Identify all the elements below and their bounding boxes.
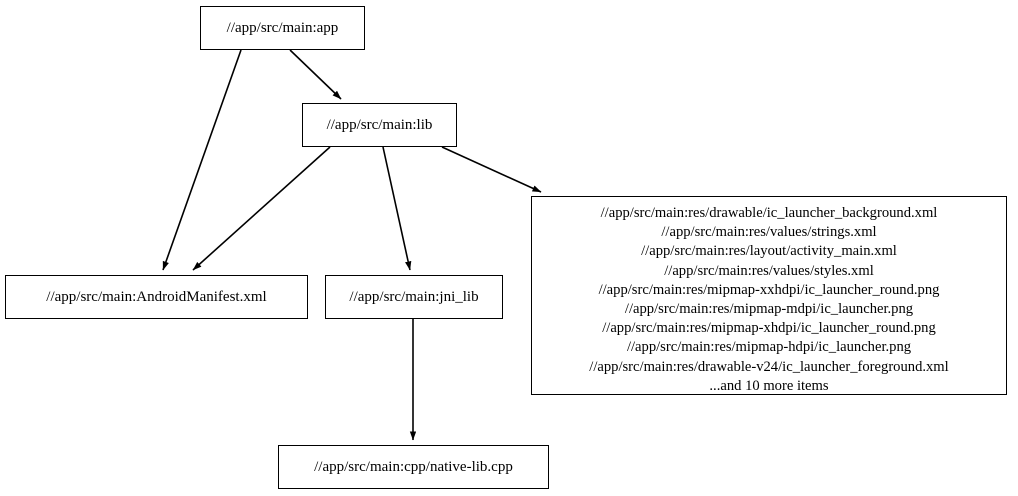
res-item-1: //app/src/main:res/values/strings.xml: [661, 224, 877, 241]
res-item-0: //app/src/main:res/drawable/ic_launcher_…: [600, 205, 938, 221]
graph-node-native-lib-cpp-label: //app/src/main:cpp/native-lib.cpp: [314, 459, 513, 475]
res-item-7: //app/src/main:res/mipmap-hdpi/ic_launch…: [626, 339, 912, 356]
edge-lib-to-res: [441, 146, 542, 193]
res-item-4: //app/src/main:res/mipmap-xxhdpi/ic_laun…: [598, 281, 940, 298]
graph-node-native-lib-cpp[interactable]: //app/src/main:cpp/native-lib.cpp: [278, 445, 549, 489]
edge-lib-to-jni-lib: [382, 146, 412, 271]
res-item-8: //app/src/main:res/drawable-v24/ic_launc…: [589, 358, 949, 375]
edge-app-to-lib: [289, 49, 342, 100]
graph-node-jni-lib-label: //app/src/main:jni_lib: [349, 289, 479, 305]
res-item-more: ...and 10 more items: [709, 377, 829, 394]
res-item-3: //app/src/main:res/values/styles.xml: [664, 262, 874, 279]
graph-node-lib[interactable]: //app/src/main:lib: [302, 103, 457, 147]
graph-node-app[interactable]: //app/src/main:app: [200, 6, 365, 50]
res-item-6: //app/src/main:res/mipmap-xhdpi/ic_launc…: [602, 320, 936, 337]
res-item-5: //app/src/main:res/mipmap-mdpi/ic_launch…: [624, 301, 914, 318]
graph-node-jni-lib[interactable]: //app/src/main:jni_lib: [325, 275, 503, 319]
edge-lib-to-manifest: [192, 146, 331, 271]
graph-node-android-manifest-label: //app/src/main:AndroidManifest.xml: [46, 289, 267, 305]
res-item-2: //app/src/main:res/layout/activity_main.…: [641, 243, 897, 260]
graph-node-android-manifest[interactable]: //app/src/main:AndroidManifest.xml: [5, 275, 308, 319]
graph-node-res-group[interactable]: //app/src/main:res/drawable/ic_launcher_…: [531, 196, 1007, 395]
graph-node-lib-label: //app/src/main:lib: [326, 117, 433, 133]
graph-node-app-label: //app/src/main:app: [226, 20, 339, 36]
edge-app-to-manifest: [162, 49, 242, 271]
